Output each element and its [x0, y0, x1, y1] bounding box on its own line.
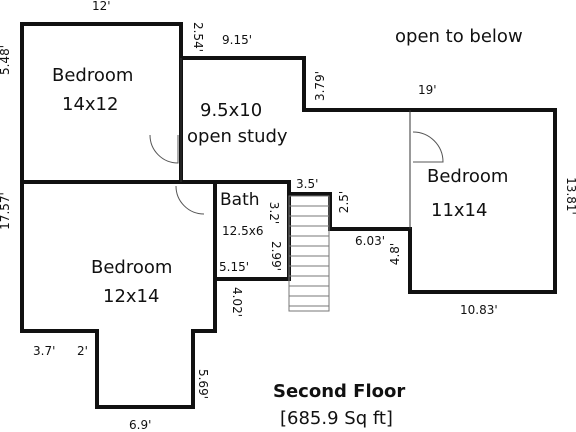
dim-top-left: 12'	[92, 0, 111, 13]
room-size-bath: 12.5x6	[222, 224, 264, 238]
staircase	[288, 195, 330, 312]
room-name-study: open study	[187, 126, 288, 147]
dim-sw-bottom-step: 2'	[77, 344, 88, 358]
dim-east-bottom: 10.83'	[460, 303, 498, 317]
dim-sw-bottom: 6.9'	[129, 418, 152, 432]
door-swing-nw	[149, 134, 179, 164]
dim-sw-right: 5.69'	[196, 368, 211, 400]
dim-left-mid: 17.57'	[0, 192, 12, 230]
dim-stair-right: 2.5'	[337, 190, 352, 214]
wall-study	[181, 56, 410, 112]
dim-left-top: 5.48'	[0, 44, 13, 76]
dim-bath-lower: 2.99'	[269, 240, 284, 272]
dim-bath-bottom: 5.15'	[219, 260, 250, 274]
dim-sw-bath-below: 4.02'	[230, 286, 245, 318]
wall-stair	[289, 192, 358, 231]
door-swing-e	[412, 131, 444, 163]
wall-bedroom-e	[358, 108, 557, 294]
door-swing-sw	[175, 185, 205, 215]
dim-stair-top: 3.5'	[296, 177, 319, 191]
dim-study-right: 3.79'	[313, 70, 328, 102]
dim-study-left: 2.54'	[191, 21, 206, 53]
room-name-bath: Bath	[220, 190, 260, 210]
room-size-bedroom-e: 11x14	[431, 200, 488, 221]
dim-study-top: 9.15'	[222, 33, 253, 47]
room-name-bedroom-nw: Bedroom	[52, 65, 134, 86]
dim-east-notch-v: 4.8'	[388, 242, 403, 266]
room-name-bedroom-e: Bedroom	[427, 166, 509, 187]
room-size-bedroom-sw: 12x14	[103, 286, 160, 307]
room-size-study: 9.5x10	[200, 100, 263, 121]
wall-bedroom-sw	[20, 180, 217, 409]
dim-bath-right: 3.2'	[267, 201, 282, 225]
dim-east-right: 13.81'	[563, 177, 576, 215]
room-size-bedroom-nw: 14x12	[62, 94, 119, 115]
floor-title: Second Floor	[273, 381, 406, 402]
note-open-to-below: open to below	[395, 26, 523, 47]
room-name-bedroom-sw: Bedroom	[91, 257, 173, 278]
dim-east-top: 19'	[418, 83, 437, 97]
dim-sw-bottom-left: 3.7'	[33, 344, 56, 358]
dim-east-notch: 6.03'	[355, 234, 386, 248]
floor-area: [685.9 Sq ft]	[280, 408, 393, 429]
